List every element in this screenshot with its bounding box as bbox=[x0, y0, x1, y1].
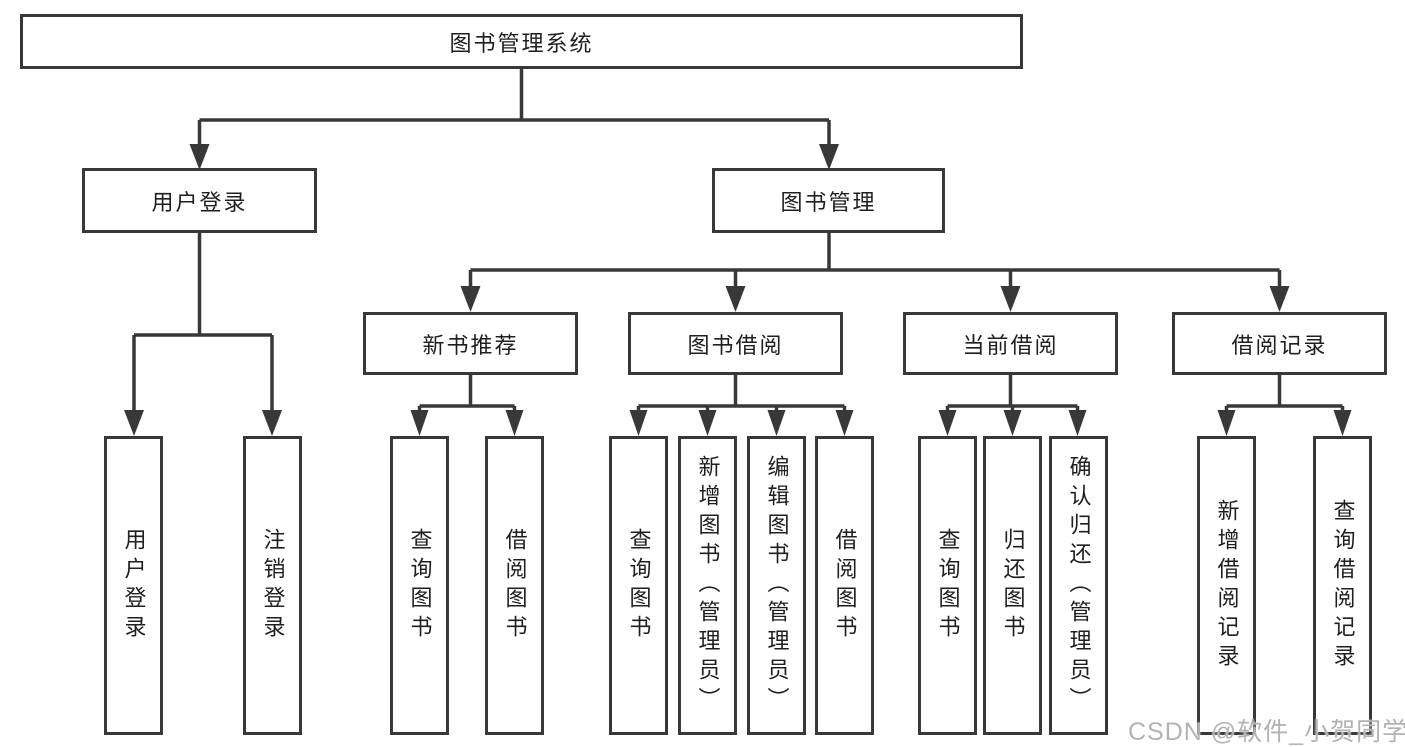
leaf-confirm-return-admin: 确认归还（管理员） bbox=[1049, 436, 1108, 735]
leaf-add-borrow-record: 新增借阅记录 bbox=[1197, 436, 1256, 735]
node-user-login: 用户登录 bbox=[82, 168, 317, 233]
leaf-logout: 注销登录 bbox=[243, 436, 302, 735]
leaf-label: 借阅图书 bbox=[832, 527, 858, 644]
leaf-query-books-borrow: 查询图书 bbox=[609, 436, 668, 735]
leaf-user-login: 用户登录 bbox=[104, 436, 163, 735]
leaf-label: 查询图书 bbox=[935, 527, 961, 644]
node-borrow-records: 借阅记录 bbox=[1172, 312, 1387, 375]
node-label: 用户登录 bbox=[151, 189, 248, 215]
csdn-watermark: CSDN @软件_小贺同学 bbox=[1128, 718, 1405, 746]
leaf-label: 查询借阅记录 bbox=[1330, 498, 1356, 673]
leaf-label: 新增图书（管理员） bbox=[695, 455, 721, 716]
leaf-add-books-admin: 新增图书（管理员） bbox=[678, 436, 737, 735]
node-label: 图书管理 bbox=[780, 189, 877, 215]
leaf-query-books-current: 查询图书 bbox=[918, 436, 977, 735]
node-new-book-recommend: 新书推荐 bbox=[363, 312, 578, 375]
arrowheads bbox=[124, 144, 1352, 436]
node-current-borrow: 当前借阅 bbox=[903, 312, 1118, 375]
node-label: 图书借阅 bbox=[687, 332, 784, 358]
leaf-query-borrow-record: 查询借阅记录 bbox=[1313, 436, 1372, 735]
leaf-label: 注销登录 bbox=[260, 527, 286, 644]
leaf-label: 新增借阅记录 bbox=[1214, 498, 1240, 673]
leaf-return-books: 归还图书 bbox=[983, 436, 1042, 735]
leaf-label: 查询图书 bbox=[626, 527, 652, 644]
leaf-label: 确认归还（管理员） bbox=[1066, 455, 1092, 716]
leaf-label: 查询图书 bbox=[407, 527, 433, 644]
leaf-label: 编辑图书（管理员） bbox=[764, 455, 790, 716]
leaf-label: 借阅图书 bbox=[502, 527, 528, 644]
leaf-borrow-books-recommend: 借阅图书 bbox=[485, 436, 544, 735]
leaf-edit-books-admin: 编辑图书（管理员） bbox=[747, 436, 806, 735]
leaf-query-books-recommend: 查询图书 bbox=[390, 436, 449, 735]
leaf-label: 归还图书 bbox=[1000, 527, 1026, 644]
node-label: 图书管理系统 bbox=[449, 30, 594, 56]
leaf-label: 用户登录 bbox=[121, 527, 147, 644]
node-book-management: 图书管理 bbox=[712, 168, 945, 233]
node-label: 借阅记录 bbox=[1231, 332, 1328, 358]
leaf-borrow-books: 借阅图书 bbox=[815, 436, 874, 735]
node-label: 当前借阅 bbox=[962, 332, 1059, 358]
node-book-borrow: 图书借阅 bbox=[628, 312, 843, 375]
node-label: 新书推荐 bbox=[422, 332, 519, 358]
node-library-management-system: 图书管理系统 bbox=[20, 14, 1023, 69]
